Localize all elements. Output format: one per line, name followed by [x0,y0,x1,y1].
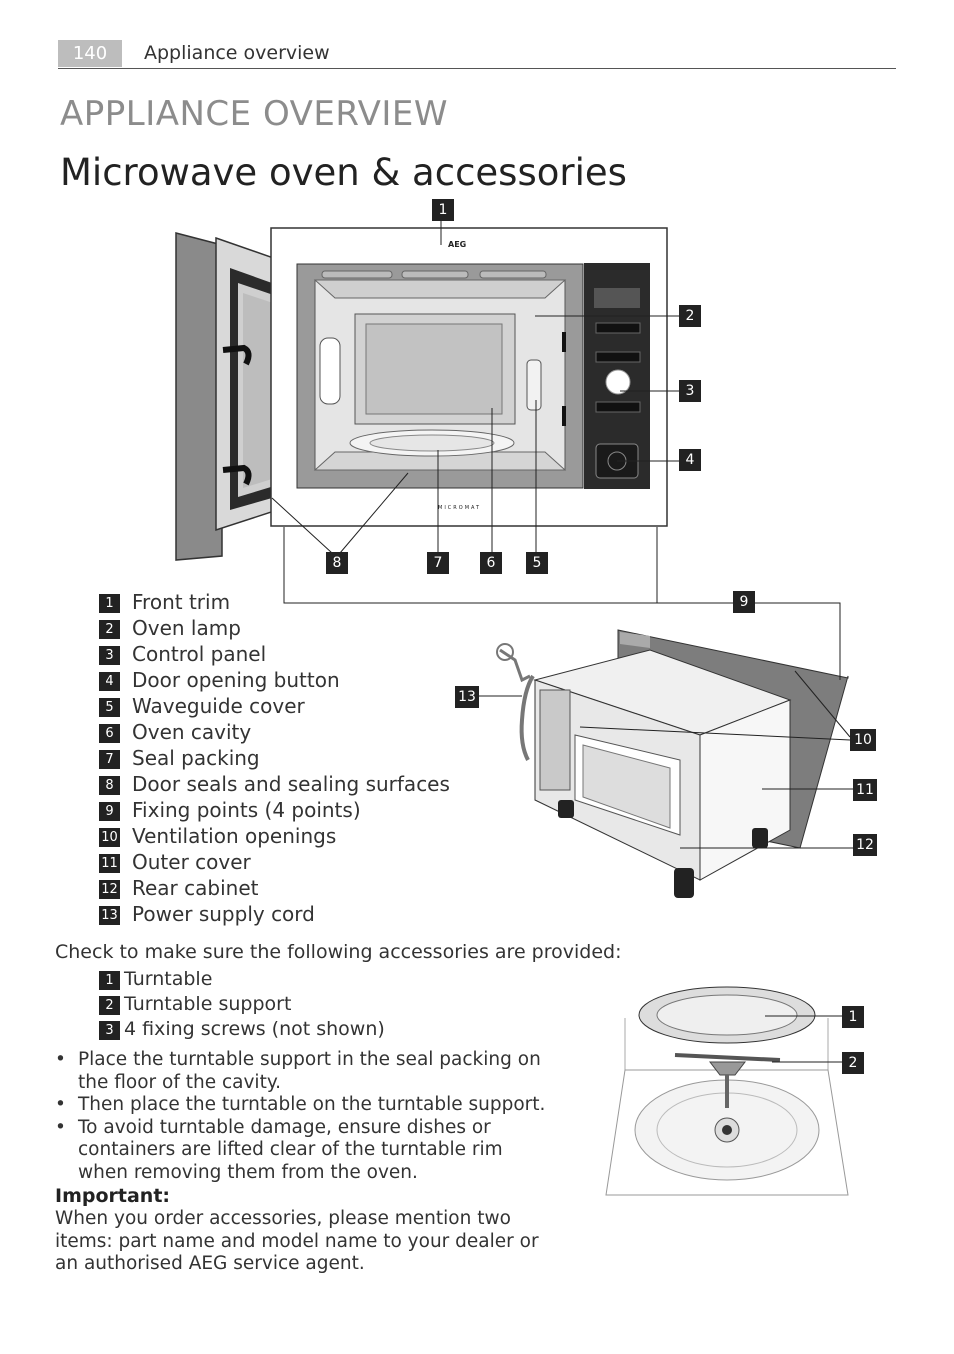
bullet-text: Then place the turntable on the turntabl… [78,1094,546,1115]
legend-number: 1 [99,594,120,613]
legend-label: Control panel [132,642,267,666]
legend-label: Seal packing [132,746,260,770]
brand-logo: AEG [448,240,466,249]
turntable-callout-2: 2 [842,1052,864,1074]
callout-6: 6 [480,552,502,574]
callout-11: 11 [853,779,877,801]
accessory-number: 1 [99,971,120,990]
legend-label: Door seals and sealing surfaces [132,772,450,796]
callout-8: 8 [326,552,348,574]
bullet-text: To avoid turntable damage, ensure dishes… [78,1116,503,1183]
accessory-label: Turntable support [124,993,292,1015]
accessory-number: 3 [99,1021,120,1040]
bullet-text: Place the turntable support in the seal … [78,1049,541,1093]
legend-number: 4 [99,672,120,691]
callout-10: 10 [850,729,876,751]
callout-1: 1 [432,199,454,221]
turntable-illustration [605,986,849,1196]
page-subtitle: Microwave oven & accessories [60,151,627,194]
page-title: APPLIANCE OVERVIEW [60,94,449,134]
legend-label: Front trim [132,590,231,614]
legend-number: 10 [99,828,120,847]
legend-label: Power supply cord [132,902,315,926]
legend-label: Oven lamp [132,616,241,640]
callout-4: 4 [679,449,701,471]
callout-12: 12 [853,834,877,856]
accessory-number: 2 [99,996,120,1015]
important-text: When you order accessories, please menti… [55,1208,539,1274]
bullet-item: •To avoid turntable damage, ensure dishe… [55,1116,503,1183]
callout-2: 2 [679,305,701,327]
legend-label: Fixing points (4 points) [132,798,361,822]
legend-number: 7 [99,750,120,769]
legend-label: Waveguide cover [132,694,305,718]
accessory-label: 4 fixing screws (not shown) [124,1018,385,1040]
legend-label: Ventilation openings [132,824,337,848]
legend-number: 12 [99,880,120,899]
legend-label: Door opening button [132,668,340,692]
legend-number: 6 [99,724,120,743]
accessory-label: Turntable [124,968,213,990]
legend-label: Outer cover [132,850,251,874]
page-number: 140 [58,40,122,67]
accessories-intro: Check to make sure the following accesso… [55,941,622,963]
callout-3: 3 [679,380,701,402]
section-title: Appliance overview [144,42,330,64]
turntable-leaders [765,1015,842,1063]
callout-5: 5 [526,552,548,574]
bullet-item: •Place the turntable support in the seal… [55,1049,541,1093]
bullet-item: •Then place the turntable on the turntab… [55,1094,546,1115]
model-text: MICROMAT [438,505,481,511]
legend-number: 13 [99,906,120,925]
legend-number: 2 [99,620,120,639]
installed-oven-illustration [496,629,849,898]
legend-label: Rear cabinet [132,876,259,900]
instruction-bullets: •Place the turntable support in the seal… [55,1049,555,1184]
legend-number: 9 [99,802,120,821]
callout-13: 13 [455,686,479,708]
callout-7: 7 [427,552,449,574]
turntable-callout-1: 1 [842,1006,864,1028]
legend-number: 11 [99,854,120,873]
important-heading: Important: [55,1185,171,1207]
legend-number: 5 [99,698,120,717]
legend-label: Oven cavity [132,720,252,744]
legend-number: 3 [99,646,120,665]
legend-number: 8 [99,776,120,795]
callout-9: 9 [733,591,755,613]
leader-lines [271,220,853,849]
oven-body-illustration: AEG MICROMAT [270,227,668,527]
header-rule [58,68,896,69]
